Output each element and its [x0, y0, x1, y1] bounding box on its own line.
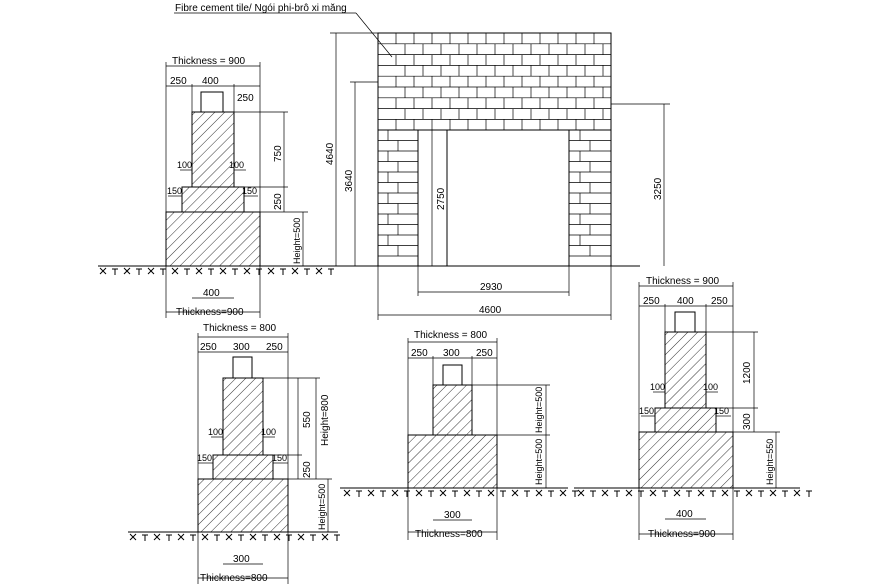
- pier-a-d250a: 250: [170, 76, 187, 87]
- pier-d-off150b: 150: [714, 406, 729, 416]
- pier-b-h550: 550: [302, 411, 313, 428]
- pier-d-height: Height=550: [765, 439, 775, 485]
- pier-c-d300: 300: [443, 348, 460, 359]
- pier-c-base-300: 300: [444, 510, 461, 521]
- pier-d-h300: 300: [742, 413, 753, 430]
- pier-c-height: Height=500: [534, 439, 544, 485]
- pier-a-d400: 400: [202, 76, 219, 87]
- pier-d-thickness-bottom: Thickness=900: [648, 529, 716, 540]
- pier-d-off150a: 150: [639, 406, 654, 416]
- pier-c-height-top: Height=500: [534, 387, 544, 433]
- pier-a-off150b: 150: [242, 186, 257, 196]
- gate-dim-4600: 4600: [479, 305, 502, 316]
- pier-b-thickness-top: Thickness = 800: [203, 323, 277, 334]
- pier-b-off150b: 150: [272, 453, 287, 463]
- pier-a-off100a: 100: [177, 160, 192, 170]
- pier-c-thickness-bottom: Thickness=800: [415, 529, 483, 540]
- pier-a-h750: 750: [273, 145, 284, 162]
- pier-a-off100b: 100: [229, 160, 244, 170]
- pier-a-d250b: 250: [237, 93, 254, 104]
- pier-b-off150a: 150: [197, 453, 212, 463]
- pier-d: [574, 282, 800, 540]
- pier-b-d250b: 250: [266, 342, 283, 353]
- gate-dim-3640: 3640: [344, 169, 355, 192]
- pier-d-h1200: 1200: [742, 361, 753, 384]
- pier-a-base-400: 400: [203, 288, 220, 299]
- gate-dim-3250: 3250: [653, 177, 664, 200]
- pier-a-off150a: 150: [167, 186, 182, 196]
- pier-b-off100b: 100: [261, 427, 276, 437]
- pier-a-thickness-bottom: Thickness=900: [176, 307, 244, 318]
- pier-c-thickness-top: Thickness = 800: [414, 330, 488, 341]
- pier-b-thickness-bottom: Thickness=800: [200, 573, 268, 584]
- pier-d-off100b: 100: [703, 382, 718, 392]
- note-leader: [355, 12, 393, 58]
- pier-b-height: Height=500: [317, 484, 327, 530]
- pier-c: [340, 338, 568, 540]
- tile-courses: [378, 33, 611, 131]
- gate-opening: [417, 129, 570, 267]
- soil-symbols: [99, 267, 812, 541]
- pier-a: [98, 62, 322, 318]
- pier-b-d300: 300: [233, 342, 250, 353]
- pier-b-height-total: Height=800: [320, 394, 331, 446]
- gate-dim-4640: 4640: [325, 142, 336, 165]
- pier-d-d250b: 250: [711, 296, 728, 307]
- pier-d-thickness-top: Thickness = 900: [646, 276, 720, 287]
- gate-dim-2930: 2930: [480, 282, 503, 293]
- pier-a-h250: 250: [273, 193, 284, 210]
- pier-d-d400: 400: [677, 296, 694, 307]
- left-brick-wall: [377, 129, 419, 267]
- gate-elevation: [174, 12, 670, 320]
- right-brick-wall: [568, 129, 612, 267]
- pier-d-base-400: 400: [676, 509, 693, 520]
- pier-d-d250a: 250: [643, 296, 660, 307]
- pier-c-d250b: 250: [476, 348, 493, 359]
- pier-b-d250a: 250: [200, 342, 217, 353]
- wall-bricks: [378, 130, 611, 257]
- pier-b: [128, 333, 338, 584]
- gate-dim-2750: 2750: [436, 187, 447, 210]
- pier-b-base-300: 300: [233, 554, 250, 565]
- pier-b-off100a: 100: [208, 427, 223, 437]
- pier-d-off100a: 100: [650, 382, 665, 392]
- tile-roof: [377, 32, 612, 131]
- tile-note: Fibre cement tile/ Ngói phi-brô xi măng: [175, 3, 347, 14]
- pier-b-h250: 250: [302, 461, 313, 478]
- pier-a-height: Height=500: [292, 218, 302, 264]
- pier-c-d250a: 250: [411, 348, 428, 359]
- pier-a-thickness-top: Thickness = 900: [172, 56, 246, 67]
